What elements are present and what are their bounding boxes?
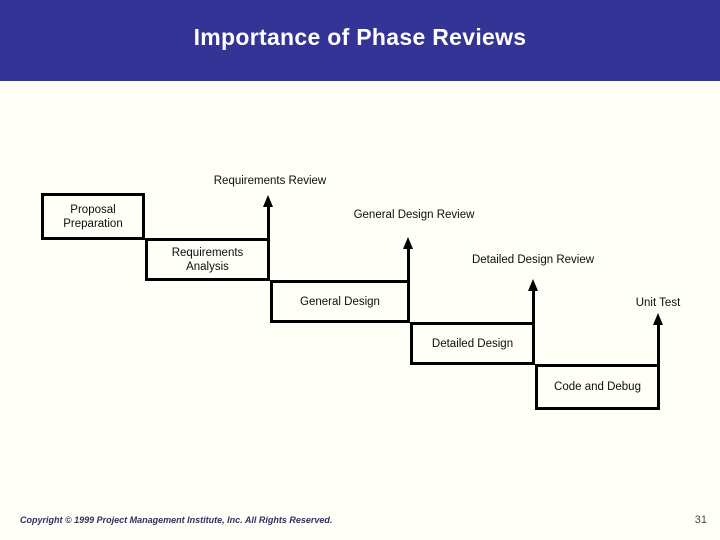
arrow-stem [407, 247, 410, 283]
review-label-requirements-review: Requirements Review [213, 175, 327, 187]
review-label-general-design-review: General Design Review [353, 209, 475, 221]
arrow-stem [532, 289, 535, 325]
phase-label: Requirements Analysis [171, 246, 244, 273]
review-label-detailed-design-review: Detailed Design Review [471, 254, 595, 266]
title-bar: Importance of Phase Reviews [0, 0, 720, 81]
slide-title: Importance of Phase Reviews [193, 24, 527, 50]
review-label-unit-test: Unit Test [635, 297, 681, 309]
arrowhead [653, 313, 663, 325]
phase-box-code-and-debug: Code and Debug [535, 364, 660, 410]
arrow-stem [657, 323, 660, 367]
arrow-stem [267, 205, 270, 241]
phase-box-proposal-preparation: Proposal Preparation [41, 193, 145, 240]
arrowhead [263, 195, 273, 207]
phase-label: General Design [300, 295, 380, 308]
phase-label: Code and Debug [554, 381, 641, 393]
arrowhead [403, 237, 413, 249]
phase-label: Detailed Design [431, 337, 514, 350]
phase-box-general-design: General Design [270, 280, 410, 323]
page-number: 31 [694, 514, 707, 526]
phase-label: Proposal Preparation [63, 203, 123, 230]
copyright-text: Copyright © 1999 Project Management Inst… [20, 515, 333, 525]
phase-box-requirements-analysis: Requirements Analysis [145, 238, 270, 281]
arrowhead [528, 279, 538, 291]
phase-box-detailed-design: Detailed Design [410, 322, 535, 365]
